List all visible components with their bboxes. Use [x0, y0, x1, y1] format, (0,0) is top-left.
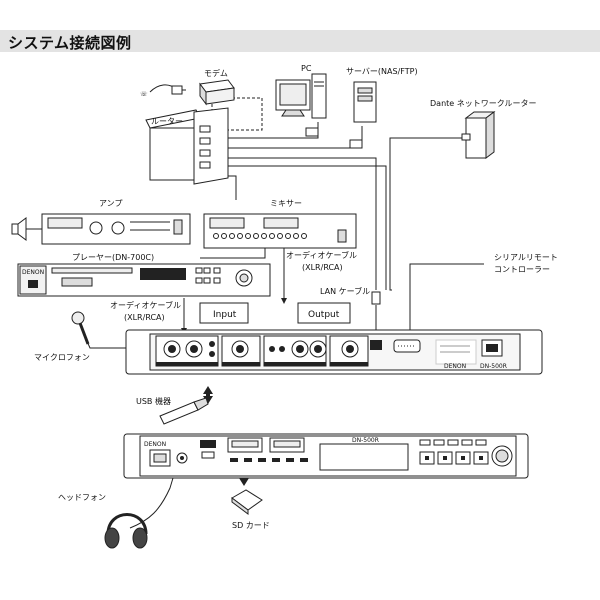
amp: アンプ: [41, 199, 191, 245]
front-model-text: DN-500R: [352, 437, 379, 444]
player-label: プレーヤー(DN-700C): [72, 253, 154, 262]
pc: PC: [275, 64, 327, 137]
player-dn700c: DENON プレーヤー(DN-700C): [17, 253, 271, 297]
rear-model-text: DN-500R: [480, 363, 507, 370]
dn500r-front-panel: DENON DN-500R: [123, 433, 529, 479]
dn500r-rear-panel: DN-500R DENON: [125, 329, 543, 375]
mixer-label: ミキサー: [270, 199, 302, 208]
dante-router: Dante ネットワークルーター: [430, 99, 537, 159]
lan-cable-label: LAN ケーブル: [320, 286, 370, 296]
input-label: Input: [213, 310, 237, 320]
pc-router-line: [228, 122, 319, 139]
player-brand: DENON: [22, 269, 44, 276]
front-brand-text: DENON: [144, 441, 166, 448]
output-label: Output: [308, 310, 340, 320]
modem: モデム: [199, 68, 235, 106]
sd-card: SD カード: [231, 489, 270, 530]
router: ルーター: [145, 107, 229, 185]
pc-label: PC: [301, 64, 312, 73]
microphone-label: マイクロフォン: [34, 353, 90, 362]
phone-plug-icon: ☏: [140, 84, 186, 98]
headphone-line: [129, 467, 177, 529]
server-label: サーバー(NAS/FTP): [346, 67, 418, 76]
modem-label: モデム: [204, 68, 228, 78]
amp-label: アンプ: [99, 199, 122, 208]
page-title: システム接続図例: [8, 34, 132, 52]
serial-remote-label-1: シリアルリモート: [494, 253, 558, 262]
headphone: ヘッドフォン: [58, 493, 148, 549]
router-lan-line: [228, 157, 377, 290]
modem-router-line: [228, 97, 263, 131]
audio-cable-top-label-1: オーディオケーブル: [286, 250, 357, 260]
headphone-label: ヘッドフォン: [58, 493, 106, 502]
lan-plug-icon: [371, 291, 381, 305]
rear-brand-text: DENON: [444, 363, 466, 370]
serial-remote-label-2: コントローラー: [494, 265, 550, 274]
dante-router-label: Dante ネットワークルーター: [430, 99, 537, 108]
title-bar: システム接続図例: [0, 30, 600, 52]
dante-lan-line: [389, 137, 466, 291]
audio-cable-left-label-1: オーディオケーブル: [110, 300, 181, 310]
input-box: Input: [199, 302, 249, 324]
microphone: マイクロフォン: [34, 311, 90, 362]
audio-cable-top-label-2: (XLR/RCA): [302, 263, 343, 272]
audio-cable-left-label-2: (XLR/RCA): [124, 313, 165, 322]
serial-remote-line: [409, 263, 484, 332]
speaker-icon: [11, 217, 27, 241]
usb-device: USB 機器: [136, 396, 209, 425]
usb-label: USB 機器: [136, 396, 171, 406]
server-router-line: [228, 126, 363, 149]
sd-card-label: SD カード: [232, 521, 270, 530]
output-box: Output: [297, 302, 351, 324]
mixer: ミキサー: [203, 199, 357, 249]
router-label: ルーター: [151, 117, 183, 126]
svg-text:☏: ☏: [140, 91, 148, 98]
server: サーバー(NAS/FTP): [346, 67, 418, 149]
